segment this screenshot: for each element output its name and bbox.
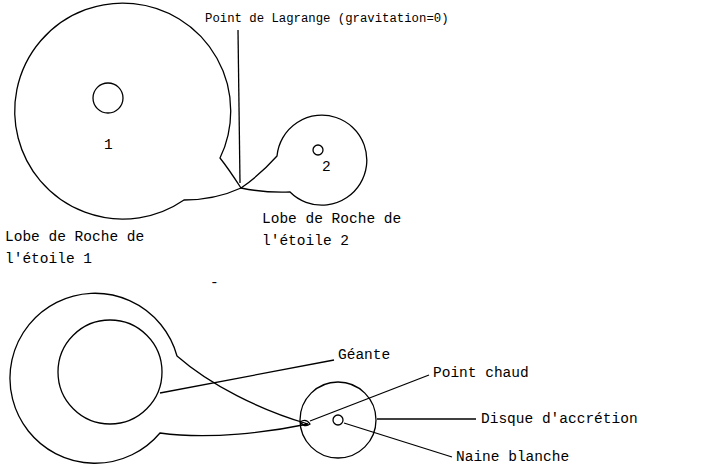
giant-roche-lobe <box>10 293 308 463</box>
roche-lobe-1 <box>15 3 241 219</box>
hot-spot <box>300 420 310 425</box>
leader-line <box>344 423 452 457</box>
leader-line <box>160 360 334 393</box>
star-number: 1 <box>104 134 113 156</box>
white-dwarf <box>333 415 343 425</box>
white-dwarf-label: Naine blanche <box>456 446 569 468</box>
star-2 <box>313 145 323 155</box>
accretion-disc-label: Disque d'accrétion <box>481 408 638 430</box>
roche-lobe-label: Lobe de Roche de l'étoile 2 <box>262 208 414 252</box>
roche-lobe-2 <box>241 115 367 205</box>
giant-label: Géante <box>338 344 390 366</box>
leader-line <box>310 375 429 421</box>
leader-line <box>238 30 240 183</box>
hot-spot-label: Point chaud <box>433 362 529 384</box>
roche-lobe-label: Lobe de Roche de l'étoile 1 <box>5 226 157 270</box>
lagrange-point-label: Point de Lagrange (gravitation=0) <box>205 8 449 30</box>
star-1 <box>93 83 123 113</box>
star-number: 2 <box>322 156 331 178</box>
stray-mark: - <box>210 272 219 294</box>
leader-line <box>377 418 476 419</box>
giant-star <box>58 320 162 424</box>
